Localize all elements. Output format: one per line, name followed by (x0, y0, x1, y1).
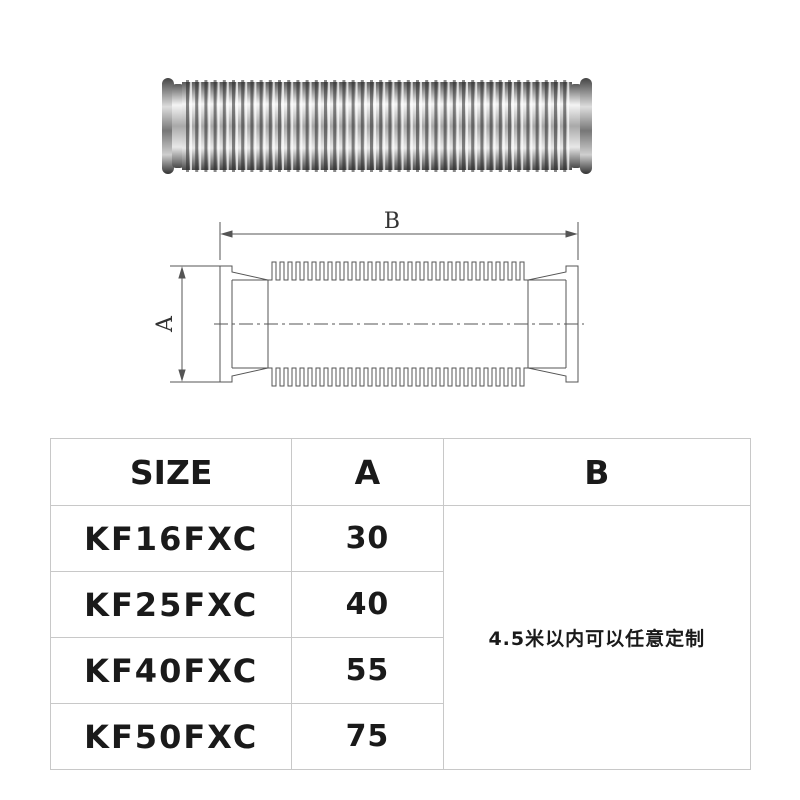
header-b: B (442, 438, 752, 506)
header-size: SIZE (49, 438, 293, 506)
table-row: KF40FXC 55 (49, 637, 751, 704)
table-row: KF50FXC 75 (49, 703, 751, 770)
b-cell: 4.5米以内可以任意定制 (442, 505, 752, 770)
size-cell: KF40FXC (49, 637, 293, 704)
header-a: A (291, 438, 444, 506)
a-cell: 40 (291, 571, 444, 638)
table-header-row: SIZE A B (49, 438, 752, 506)
size-cell: KF25FXC (49, 571, 293, 638)
a-cell: 75 (291, 703, 444, 770)
a-cell: 55 (291, 637, 444, 704)
table-row: KF25FXC 40 (49, 571, 751, 638)
table-row: KF16FXC 30 4.5米以内可以任意定制 (49, 505, 752, 770)
size-cell: KF16FXC (49, 505, 293, 572)
dimension-drawing: B A (153, 209, 584, 387)
spec-table: SIZE A B KF16FXC 30 4.5米以内可以任意定制 KF25FXC… (49, 438, 752, 770)
dimension-a-label: A (153, 315, 178, 333)
bellows-product-photo (162, 78, 592, 174)
size-cell: KF50FXC (49, 703, 293, 770)
dimension-b-label: B (384, 209, 400, 234)
a-cell: 30 (291, 505, 444, 572)
